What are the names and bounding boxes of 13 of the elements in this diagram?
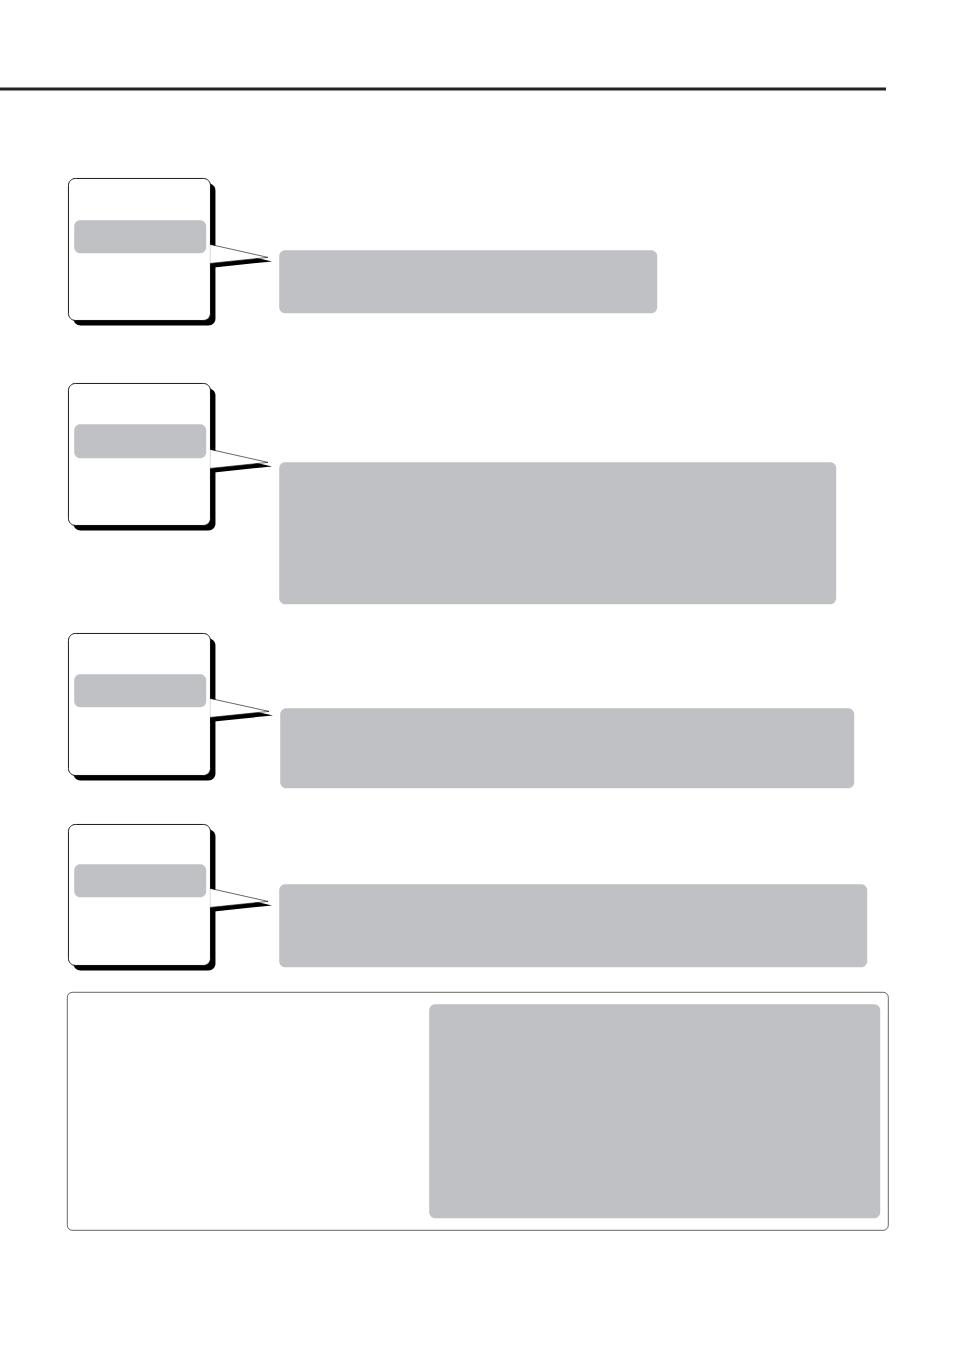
text-panel [279,250,658,314]
text-panel [280,708,855,789]
label-bar [74,864,207,898]
callout-pointer [209,449,272,473]
text-panel [429,1004,881,1219]
callout-pointer [209,888,272,912]
label-bar [74,674,207,708]
callout-pointer [209,244,272,268]
text-panel [279,884,868,968]
text-panel [279,462,837,605]
label-bar [74,424,207,459]
callout-pointer [209,698,273,722]
label-bar [74,220,207,254]
